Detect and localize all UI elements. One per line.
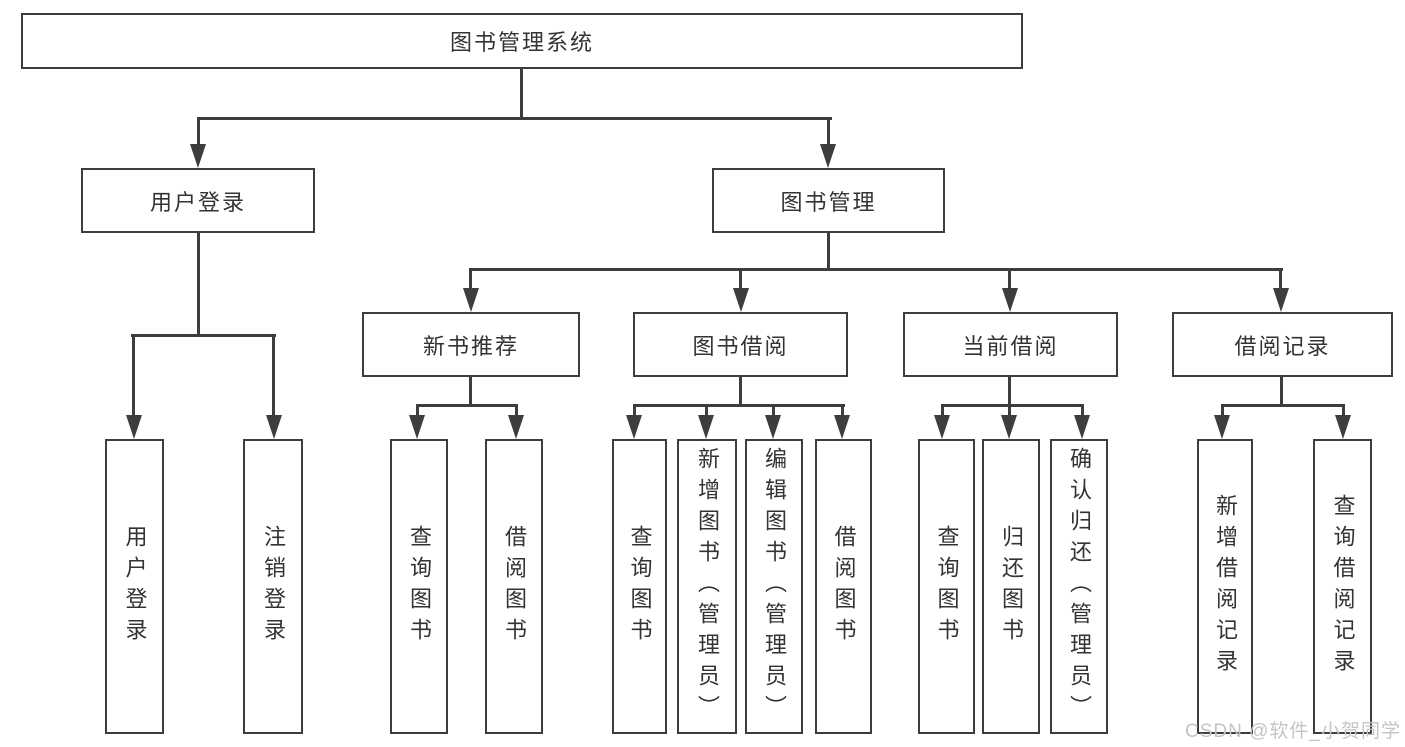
connector-line (1008, 268, 1011, 292)
connector-line (633, 404, 845, 407)
arrow-down-icon (765, 415, 781, 439)
node-new-book-recommend: 新书推荐 (362, 312, 580, 377)
leaf-label: 查询图书 (934, 524, 960, 649)
leaf-label: 借阅图书 (831, 524, 857, 649)
leaf-query-books-2: 查询图书 (612, 439, 667, 734)
connector-line (705, 404, 708, 421)
leaf-label: 查询借阅记录 (1330, 493, 1356, 680)
arrow-down-icon (1002, 288, 1018, 312)
connector-line (416, 404, 419, 421)
connector-line (469, 375, 472, 407)
leaf-logout: 注销登录 (243, 439, 303, 734)
connector-line (941, 404, 944, 421)
connector-line (1221, 404, 1224, 421)
arrow-down-icon (698, 415, 714, 439)
leaf-label: 新增图书（管理员） (695, 447, 720, 726)
node-library-system: 图书管理系统 (21, 13, 1023, 69)
leaf-label: 查询图书 (627, 524, 653, 649)
connector-line (1008, 375, 1011, 407)
node-borrow-records: 借阅记录 (1172, 312, 1393, 377)
connector-line (827, 233, 830, 271)
leaf-label: 用户登录 (122, 524, 148, 649)
arrow-down-icon (1074, 415, 1090, 439)
leaf-query-books-1: 查询图书 (390, 439, 448, 734)
connector-line (827, 117, 830, 147)
arrow-down-icon (463, 288, 479, 312)
leaf-label: 编辑图书（管理员） (762, 447, 787, 726)
connector-line (1342, 404, 1345, 421)
connector-line (739, 268, 742, 292)
connector-line (197, 117, 200, 147)
arrow-down-icon (834, 415, 850, 439)
connector-line (1280, 375, 1283, 407)
connector-line (841, 404, 844, 421)
node-user-login: 用户登录 (81, 168, 315, 233)
arrow-down-icon (126, 415, 142, 439)
connector-line (1279, 268, 1282, 292)
leaf-user-login: 用户登录 (105, 439, 164, 734)
arrow-down-icon (820, 144, 836, 168)
leaf-label: 新增借阅记录 (1213, 493, 1238, 680)
arrow-down-icon (1335, 415, 1351, 439)
node-book-borrow: 图书借阅 (633, 312, 848, 377)
connector-line (1081, 404, 1084, 421)
node-book-management: 图书管理 (712, 168, 945, 233)
arrow-down-icon (190, 144, 206, 168)
watermark: CSDN @软件_小贺同学 (1185, 721, 1401, 742)
connector-line (1008, 404, 1011, 421)
connector-line (1221, 404, 1345, 407)
leaf-return-book: 归还图书 (982, 439, 1040, 734)
arrow-down-icon (508, 415, 524, 439)
arrow-down-icon (409, 415, 425, 439)
leaf-add-borrow-record: 新增借阅记录 (1197, 439, 1253, 734)
connector-line (633, 404, 636, 421)
connector-line (772, 404, 775, 421)
connector-line (132, 334, 135, 420)
arrow-down-icon (266, 415, 282, 439)
arrow-down-icon (626, 415, 642, 439)
connector-line (197, 232, 200, 337)
leaf-edit-book-admin: 编辑图书（管理员） (745, 439, 803, 734)
leaf-label: 注销登录 (261, 524, 286, 649)
leaf-label: 借阅图书 (502, 524, 527, 649)
connector-line (197, 117, 832, 120)
connector-line (739, 375, 742, 407)
connector-line (469, 268, 472, 292)
arrow-down-icon (733, 288, 749, 312)
arrow-down-icon (934, 415, 950, 439)
leaf-confirm-return-admin: 确认归还（管理员） (1050, 439, 1108, 734)
leaf-query-borrow-record: 查询借阅记录 (1313, 439, 1372, 734)
leaf-query-books-3: 查询图书 (918, 439, 975, 734)
node-current-borrow: 当前借阅 (903, 312, 1118, 377)
arrow-down-icon (1273, 288, 1289, 312)
connector-line (131, 334, 276, 337)
connector-line (416, 404, 518, 407)
connector-line (941, 404, 1084, 407)
arrow-down-icon (1001, 415, 1017, 439)
connector-line (272, 334, 275, 420)
connector-line (469, 268, 1283, 271)
leaf-borrow-books-2: 借阅图书 (815, 439, 872, 734)
leaf-borrow-books-1: 借阅图书 (485, 439, 543, 734)
leaf-label: 确认归还（管理员） (1067, 447, 1092, 726)
connector-line (520, 68, 523, 120)
connector-line (515, 404, 518, 421)
arrow-down-icon (1214, 415, 1230, 439)
leaf-add-book-admin: 新增图书（管理员） (677, 439, 737, 734)
leaf-label: 归还图书 (999, 524, 1024, 649)
leaf-label: 查询图书 (407, 524, 432, 649)
